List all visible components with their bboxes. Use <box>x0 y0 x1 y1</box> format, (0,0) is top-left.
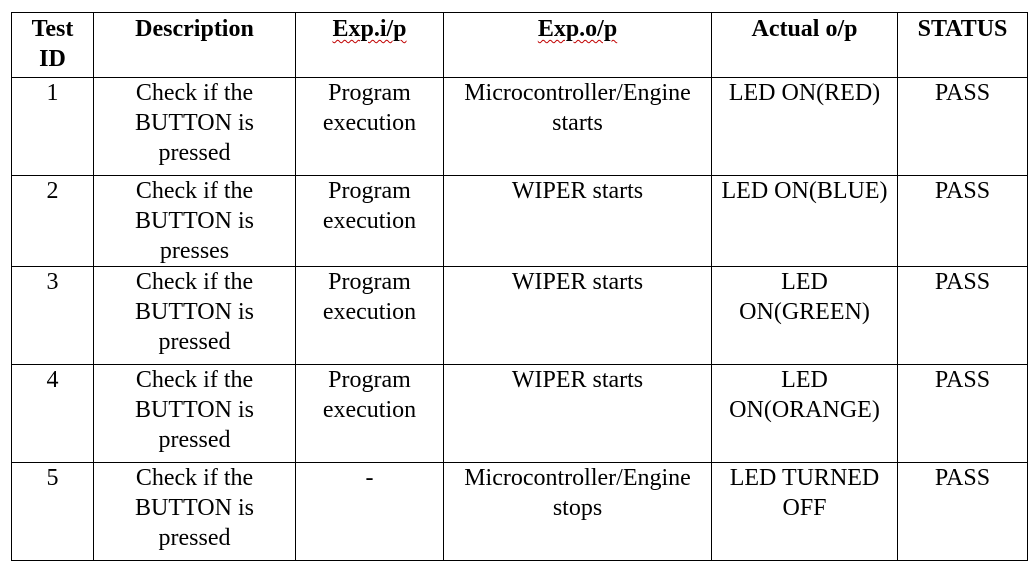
cell-exp-op: WIPER starts <box>443 364 712 463</box>
table-row: 1 Check if the BUTTON is pressed Program… <box>11 77 1028 176</box>
cell-status: PASS <box>897 266 1028 365</box>
cell-exp-ip: Program execution <box>295 364 444 463</box>
table-row: 4 Check if the BUTTON is pressed Program… <box>11 364 1028 463</box>
cell-status: PASS <box>897 364 1028 463</box>
cell-actual-op: LED ON(BLUE) <box>711 175 898 267</box>
cell-test-id: 4 <box>11 364 94 463</box>
cell-status: PASS <box>897 462 1028 561</box>
table-row: 2 Check if the BUTTON is presses Program… <box>11 175 1028 267</box>
cell-description: Check if the BUTTON is presses <box>93 175 296 267</box>
table-row: 3 Check if the BUTTON is pressed Program… <box>11 266 1028 365</box>
cell-test-id: 5 <box>11 462 94 561</box>
cell-exp-op: Microcontroller/Engine starts <box>443 77 712 176</box>
header-test-id: Test ID <box>11 12 94 78</box>
cell-actual-op: LED ON(GREEN) <box>711 266 898 365</box>
cell-description: Check if the BUTTON is pressed <box>93 266 296 365</box>
cell-status: PASS <box>897 77 1028 176</box>
cell-exp-op: Microcontroller/Engine stops <box>443 462 712 561</box>
cell-exp-ip: Program execution <box>295 266 444 365</box>
cell-exp-op: WIPER starts <box>443 175 712 267</box>
cell-actual-op: LED ON(RED) <box>711 77 898 176</box>
header-row: Test ID Description Exp.i/p Exp.o/p Actu… <box>11 12 1028 78</box>
cell-actual-op: LED TURNED OFF <box>711 462 898 561</box>
cell-actual-op: LED ON(ORANGE) <box>711 364 898 463</box>
header-exp-ip: Exp.i/p <box>295 12 444 78</box>
header-actual-op: Actual o/p <box>711 12 898 78</box>
cell-exp-ip: Program execution <box>295 77 444 176</box>
header-exp-op: Exp.o/p <box>443 12 712 78</box>
cell-exp-ip: Program execution <box>295 175 444 267</box>
cell-description: Check if the BUTTON is pressed <box>93 77 296 176</box>
cell-exp-op: WIPER starts <box>443 266 712 365</box>
test-case-table: Test ID Description Exp.i/p Exp.o/p Actu… <box>11 12 1028 561</box>
cell-status: PASS <box>897 175 1028 267</box>
cell-test-id: 3 <box>11 266 94 365</box>
header-exp-op-text: Exp.o/p <box>537 16 618 42</box>
header-description: Description <box>93 12 296 78</box>
cell-description: Check if the BUTTON is pressed <box>93 364 296 463</box>
cell-test-id: 2 <box>11 175 94 267</box>
header-exp-ip-text: Exp.i/p <box>332 16 407 42</box>
cell-description: Check if the BUTTON is pressed <box>93 462 296 561</box>
cell-exp-ip: - <box>295 462 444 561</box>
header-status: STATUS <box>897 12 1028 78</box>
cell-test-id: 1 <box>11 77 94 176</box>
table-row: 5 Check if the BUTTON is pressed - Micro… <box>11 462 1028 561</box>
